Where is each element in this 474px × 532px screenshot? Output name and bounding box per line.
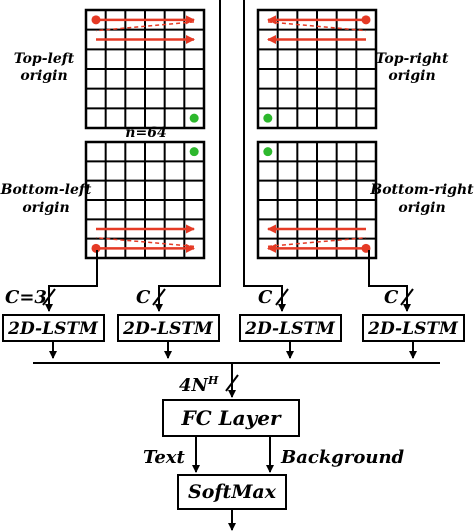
scan-return-dashed: [95, 21, 195, 32]
bus-slash-1: [42, 288, 56, 306]
lstm-box-4: [362, 314, 465, 342]
merge-label: 4NH: [179, 374, 219, 396]
origin-dot: [91, 15, 101, 25]
lstm-box-2: [117, 314, 220, 342]
softmax-box: [177, 474, 287, 510]
channel-label-2: C: [136, 287, 151, 308]
merge-slash: [225, 374, 239, 392]
merge-label-sup: H: [207, 374, 219, 387]
end-dot: [263, 113, 273, 123]
grid-label-top-right-line2: origin: [388, 68, 435, 84]
end-dot: [263, 147, 273, 157]
output-label-background: Background: [280, 447, 405, 468]
bus-slash-4: [400, 288, 414, 306]
channel-label-1: C=3: [5, 287, 47, 308]
scan-return-dashed: [267, 236, 367, 248]
grid-bottom-left-origin: [84, 140, 206, 260]
scan-return-dashed: [95, 236, 195, 248]
lstm-label-4: 2D-LSTM: [367, 319, 459, 339]
origin-dot: [91, 243, 101, 253]
grid-bottom-right-origin: [256, 140, 378, 260]
grid-label-bottom-left-line2: origin: [22, 200, 69, 216]
origin-dot: [361, 15, 371, 25]
bus-slash-2: [152, 288, 166, 306]
grid-label-top-left-line2: origin: [20, 68, 67, 84]
grid-top-right-origin: [256, 8, 378, 130]
channel-label-3: C: [258, 287, 273, 308]
lstm-label-3: 2D-LSTM: [244, 319, 336, 339]
end-dot: [189, 113, 199, 123]
lstm-label-2: 2D-LSTM: [122, 319, 214, 339]
fc-layer-label: FC Layer: [181, 406, 282, 430]
grid-size-label: n=64: [125, 125, 166, 141]
grid-label-bottom-right-line2: origin: [398, 200, 445, 216]
output-label-text: Text: [143, 447, 186, 468]
softmax-label: SoftMax: [188, 481, 277, 503]
bus-slash-3: [275, 288, 289, 306]
fc-layer-box: [162, 399, 300, 437]
grid-label-bottom-right-line1: Bottom-right: [369, 182, 474, 198]
grid-label-bottom-left-line1: Bottom-left: [0, 182, 92, 198]
channel-label-4: C: [384, 287, 399, 308]
end-dot: [189, 147, 199, 157]
lstm-label-1: 2D-LSTM: [7, 319, 99, 339]
grid-label-top-right-line1: Top-right: [376, 51, 449, 67]
grid-top-left-origin: [84, 8, 206, 130]
grid-label-top-left-line1: Top-left: [14, 51, 75, 67]
scan-return-dashed: [267, 21, 367, 32]
